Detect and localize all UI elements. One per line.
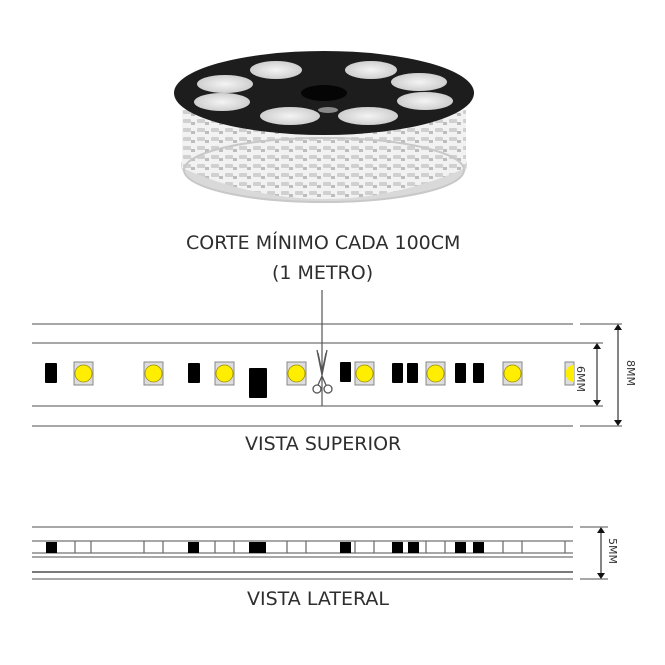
led-chip-partial (564, 361, 575, 386)
resistor (473, 363, 484, 383)
resistor (45, 363, 57, 383)
side-view-components (46, 542, 484, 553)
led-chip (143, 361, 164, 386)
cut-note-line2: (1 METRO) (272, 262, 374, 284)
led-chip (286, 361, 307, 386)
led-chip (214, 361, 235, 386)
led-chip (502, 361, 523, 386)
resistor (392, 363, 403, 383)
dimension-6mm-arrow (593, 343, 601, 406)
led-chip (354, 361, 375, 386)
resistor-large (249, 368, 267, 398)
scissors-icon (312, 349, 333, 394)
resistor (340, 362, 351, 382)
dimension-6mm-label: 6MM (574, 366, 587, 392)
resistor (407, 363, 418, 383)
cut-note-line1: CORTE MÍNIMO CADA 100CM (186, 232, 461, 254)
resistor (188, 363, 200, 383)
led-chip (425, 361, 446, 386)
dimension-8mm-arrow (614, 324, 622, 426)
side-view-title: VISTA LATERAL (247, 588, 389, 610)
side-view-dividers (74, 541, 566, 553)
resistor (455, 363, 466, 383)
dimension-8mm-label: 8MM (624, 360, 637, 386)
top-view-title: VISTA SUPERIOR (245, 433, 402, 455)
dimension-5mm-label: 5MM (606, 538, 619, 564)
dimension-5mm-arrow (597, 527, 605, 579)
led-chip (73, 361, 94, 386)
led-reel-illustration (174, 51, 474, 203)
